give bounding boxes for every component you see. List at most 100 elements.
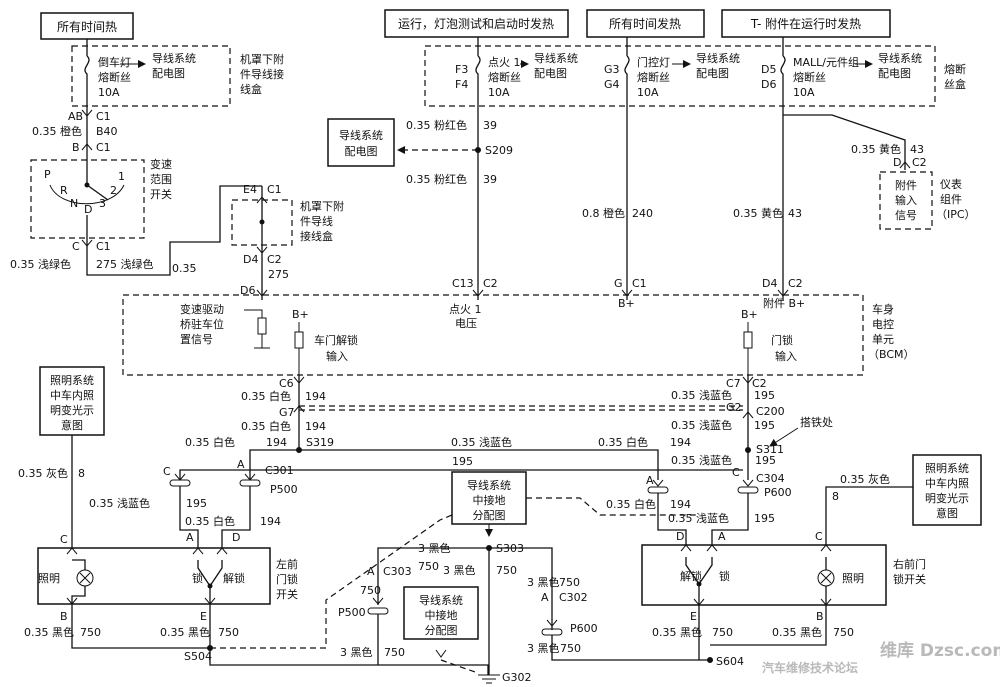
prndl-3: 3 (99, 197, 106, 210)
box-label: 意图 (936, 506, 958, 520)
wire-194: 194 (305, 390, 326, 403)
wire-orange-08: 0.8 橙色 (582, 206, 625, 220)
pin-a: A (718, 530, 726, 543)
wire-39: 39 (483, 119, 497, 132)
bcm-unlock-input: 车门解锁 (314, 333, 358, 347)
box-label: 明变光示 (925, 491, 969, 505)
box-label: 分配图 (425, 624, 458, 637)
pin-c7: C7 (726, 377, 741, 390)
box-label: 配电图 (345, 145, 378, 158)
lf-switch-label: 开关 (276, 587, 298, 601)
wire-white: 0.35 白色 (185, 514, 235, 528)
lf-door-lock-switch: 照明 锁 解锁 (37, 547, 271, 605)
to-power-dist-label: 配电图 (696, 67, 729, 80)
wire-pink: 0.35 粉红色 (406, 118, 467, 132)
rf-lock-label: 锁 (719, 569, 730, 583)
header-hot-at-all-times-right: 所有时间发热 (586, 9, 705, 38)
connector-c304-left (647, 486, 669, 494)
junction-label: 件导线 (300, 214, 333, 228)
wire-750: 750 (80, 626, 101, 639)
conn-c2: C2 (267, 253, 282, 266)
wire-lt-green-275: 275 浅绿色 (96, 257, 154, 271)
wire-gray: 0.35 灰色 (840, 472, 890, 486)
splice-s604-label: S604 (716, 655, 744, 668)
lf-illum-label: 照明 (38, 572, 60, 585)
box-label: 照明系统 (925, 462, 969, 475)
pin-d: D (232, 531, 240, 544)
header-text: 所有时间热 (57, 20, 117, 34)
wire-lt-blue: 0.35 浅蓝色 (671, 453, 732, 467)
splice-s604 (707, 657, 713, 663)
bcm-trans-signal: 置信号 (180, 333, 213, 346)
box-label: 导线系统 (467, 478, 511, 492)
to-power-dist-label: 导线系统 (534, 51, 578, 65)
fuse-box-label: 丝盒 (944, 77, 966, 91)
conn-c1: C1 (267, 183, 282, 196)
underhood-junction-box: E4 C1 机罩下附 件导线 接线盒 (231, 183, 344, 262)
pin-e4: E4 (243, 183, 257, 196)
fuse-label: 10A (637, 86, 659, 99)
wire-750: 750 (360, 584, 381, 597)
pin-e: E (200, 610, 207, 623)
fuse-label: MALL/元件组 (793, 55, 859, 69)
pin-ab: AB (68, 110, 83, 123)
pin-b: B (816, 610, 824, 623)
wire-white: 0.35 白色 (241, 419, 291, 433)
prndl-label: 开关 (150, 187, 172, 201)
fuse-label: 熔断丝 (793, 70, 826, 84)
underhood-box-label: 机罩下附 (240, 52, 284, 66)
conn-c1: C1 (96, 110, 111, 123)
lf-lock-label: 锁 (192, 571, 203, 585)
pin-a: A (367, 565, 375, 578)
wire-195: 195 (754, 512, 775, 525)
ground-dist-center-box: 导线系统 中接地 分配图 (451, 471, 527, 525)
wire-lt-green: 0.35 浅绿色 (10, 257, 71, 271)
box-label: 分配图 (473, 509, 506, 522)
header-text: T- 附件在运行时发热 (750, 16, 861, 31)
bcm-ign1: 电压 (455, 317, 477, 330)
conn-c303: C303 (383, 565, 412, 578)
wire-black-3: 3 黑色 (443, 563, 476, 577)
fuse-label: 熔断丝 (488, 70, 521, 84)
wire-195: 195 (754, 389, 775, 402)
wire-pink: 0.35 粉红色 (406, 172, 467, 186)
wire-195: 195 (186, 497, 207, 510)
prndl-1: 1 (118, 170, 125, 183)
prndl-r: R (60, 184, 68, 197)
splice-s209-label: S209 (485, 144, 513, 157)
fuse-id: F4 (455, 78, 468, 91)
wire-43: 43 (788, 207, 802, 220)
underhood-box-label: 线盒 (240, 82, 262, 96)
fuse-box: F3 F4 点火 1 熔断丝 10A 导线系统 配电图 G3 G4 门控灯 熔断… (424, 37, 966, 300)
ground-g302-label: G302 (502, 671, 532, 684)
box-label: 照明系统 (50, 374, 94, 387)
conn-p500: P500 (338, 606, 366, 619)
wire-yellow: 0.35 黄色 (733, 206, 783, 220)
pin-d: D (893, 156, 901, 169)
wire-194: 194 (260, 515, 281, 528)
ground-point-label: 搭铁处 (800, 416, 833, 429)
wire-orange: 0.35 橙色 (32, 124, 82, 138)
fuse-id: G4 (604, 78, 620, 91)
prndl-2: 2 (110, 184, 117, 197)
wire-gray: 0.35 灰色 (18, 466, 68, 480)
wire-lt-blue: 0.35 浅蓝色 (451, 435, 512, 449)
wire-240: 240 (632, 207, 653, 220)
box-label: 意图 (61, 418, 83, 432)
wire-194: 194 (670, 436, 691, 449)
fuse-label: 10A (98, 86, 120, 99)
to-power-dist-label: 配电图 (152, 67, 185, 80)
wire-black: 0.35 黑色 (772, 625, 822, 639)
bcm-trans-signal: 变速驱动 (180, 302, 224, 316)
wire-195: 195 (755, 454, 776, 467)
wire-750: 750 (712, 626, 733, 639)
pin-c: C (732, 466, 740, 479)
wire-white: 0.35 白色 (185, 435, 235, 449)
box-label: 中车内照 (50, 388, 94, 402)
conn-c200: C200 (756, 405, 785, 418)
wire-8: 8 (78, 467, 85, 480)
conn-c2: C2 (752, 377, 767, 390)
fuse-label: 10A (793, 86, 815, 99)
wire-black-3: 3 黑色 (527, 575, 560, 589)
